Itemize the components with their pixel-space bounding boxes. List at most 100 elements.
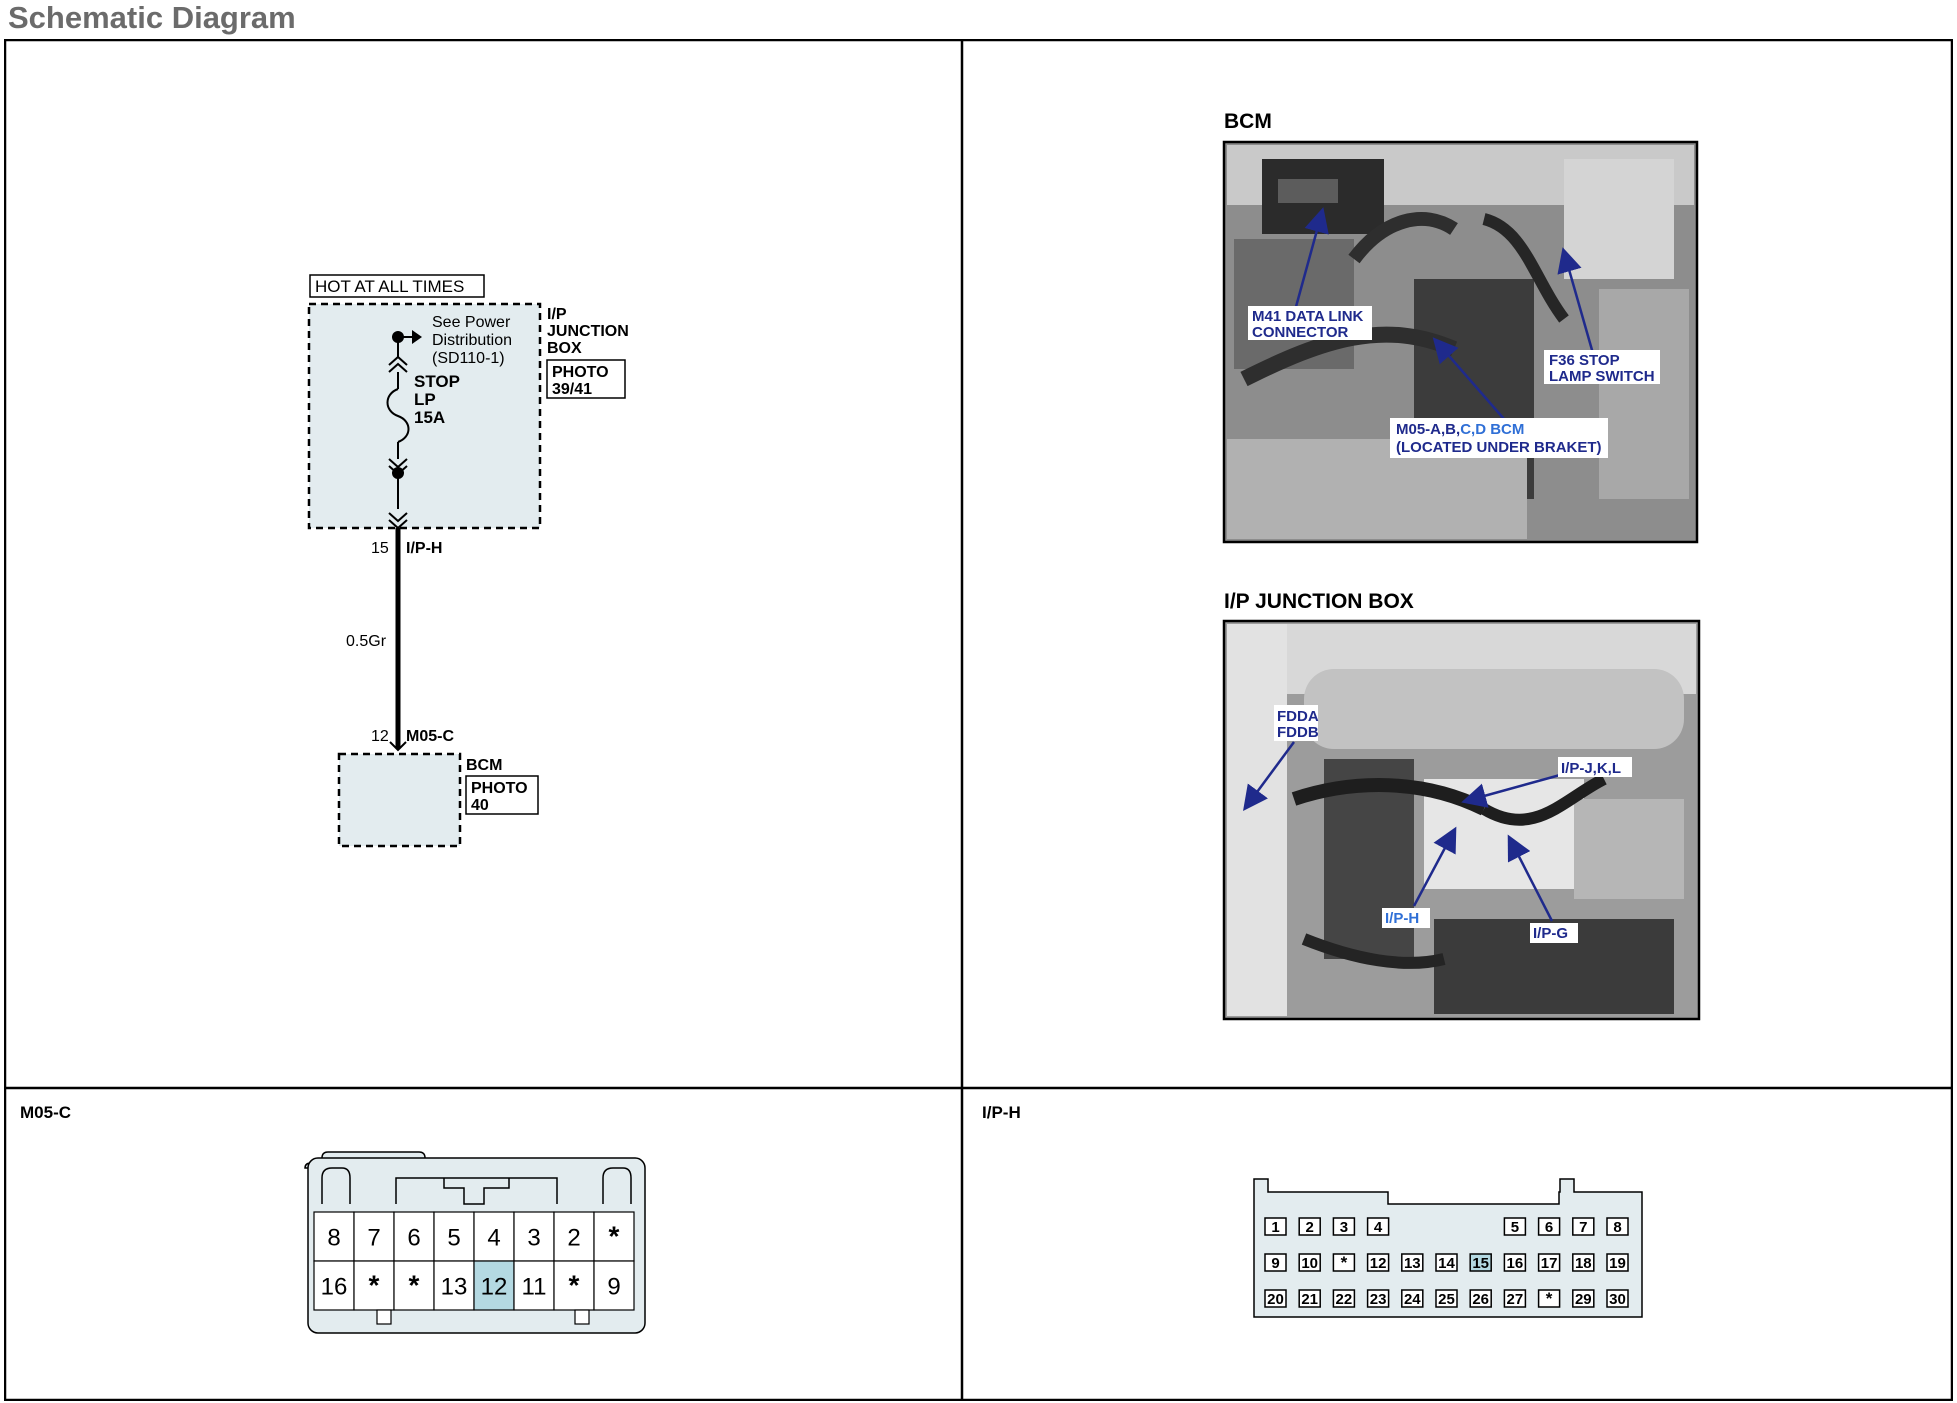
iph-pin-cell [1264,1217,1287,1236]
m05c-pin-label: 8 [327,1225,340,1252]
m05c-pin-cell [433,1260,475,1311]
jb-photo [1222,619,1701,1021]
m05c-pin-cell [313,1260,355,1311]
fuse-label-3: 15A [414,408,445,427]
m05c-pin-label: 2 [567,1225,580,1252]
iph-pin-label: 7 [1579,1219,1587,1236]
iph-pin-label: 19 [1609,1255,1626,1272]
iph-pin-cell [1366,1289,1390,1308]
iph-pin-label: 24 [1404,1291,1421,1308]
iph-pin-label: 5 [1511,1219,1519,1236]
iph-pin-cell [1264,1289,1287,1308]
m05c-key-notch [574,1309,590,1325]
iph-pin-label: 1 [1271,1219,1279,1236]
iph-pin-label: 3 [1340,1219,1348,1236]
m05c-pin-label: 9 [607,1274,620,1301]
page-title: Schematic Diagram [8,0,296,35]
iph-pin-label: 12 [1370,1255,1387,1272]
iph-pin-cell [1401,1289,1424,1308]
iph-pin-cell [1366,1217,1390,1236]
iph-pin-label: 16 [1507,1255,1524,1272]
fuse-terminal-top-icon [388,355,408,373]
fuse-node [392,467,404,479]
see-note-1: See Power [432,314,511,331]
jb-callouts: FDDA FDDB I/P-J,K,L I/P-H I/P-G [1243,705,1632,943]
iph-pin-cell [1606,1253,1629,1272]
jb-callout4: I/P-G [1533,925,1568,942]
fuse-icon [386,388,410,443]
iph-pin-label: 6 [1545,1219,1553,1236]
iph-pin-label: 25 [1438,1291,1455,1308]
iph-pin-label: 30 [1609,1291,1626,1308]
bcm-outline [337,752,462,848]
power-arrow-icon [412,330,422,344]
fuse-label-1: STOP [414,372,460,391]
iph-pin-cell [1401,1253,1424,1272]
bcm-callout3-line1: M05-A,B,C,D BCM [1396,421,1524,438]
iph-pin-cell [1366,1253,1390,1272]
jb-name-1: I/P [547,306,567,323]
m05c-pin-label: 13 [441,1274,468,1301]
iph-pin-cell [1298,1217,1321,1236]
wire-label: 0.5Gr [346,633,387,650]
jb-callout2: I/P-J,K,L [1561,760,1621,777]
m05c-pin-label: * [369,1270,380,1301]
m05c-pin-label: 6 [407,1225,420,1252]
jb-photo-title: I/P JUNCTION BOX [1224,590,1414,613]
iph-pin-label: 4 [1374,1219,1383,1236]
iph-pin-label: 29 [1575,1291,1592,1308]
iph-pin-label: 14 [1438,1255,1455,1272]
bcm-callout1-line2: CONNECTOR [1252,324,1349,341]
jb-callout3: I/P-H [1385,910,1419,927]
iph-pin-label: 22 [1336,1291,1353,1308]
m05c-title: M05-C [20,1103,71,1122]
bcm-name: BCM [466,757,502,774]
pin-top-label: 15 [371,540,389,557]
iph-pin-cell [1332,1289,1356,1308]
iph-title: I/P-H [982,1103,1021,1122]
m05c-pin-label: 7 [367,1225,380,1252]
bcm-callout2-line1: F36 STOP [1549,352,1620,369]
iph-pin-label: 13 [1404,1255,1421,1272]
iph-pin-cell [1606,1289,1629,1308]
m05c-pin-cell [513,1260,555,1311]
see-note-3: (SD110-1) [432,350,505,367]
iph-pin-cell [1469,1253,1492,1272]
jb-photo-box [546,359,626,399]
m05c-pin-label: * [609,1221,620,1252]
iph-pin-label: 17 [1541,1255,1558,1272]
iph-pin-label: 9 [1271,1255,1279,1272]
iph-pin-cell [1537,1217,1561,1236]
m05c-pin-cell [393,1260,435,1311]
iph-pin-cell [1332,1217,1356,1236]
iph-pin-label: 27 [1507,1291,1524,1308]
hot-label: HOT AT ALL TIMES [315,277,464,296]
iph-pin-cell [1503,1217,1527,1236]
iph-pin-cell [1537,1253,1561,1272]
conn-bottom-label: M05-C [406,728,454,745]
jb-callout1-line1: FDDA [1277,708,1319,725]
m05c-key-notch [376,1309,392,1325]
iph-pin-label: 15 [1472,1255,1489,1272]
diagram-frame: HOT AT ALL TIMES See Power Distribution … [4,39,1953,1401]
iph-pin-label: 8 [1613,1219,1621,1236]
iph-pin-label: 23 [1370,1291,1387,1308]
iph-pin-cell [1572,1217,1595,1236]
iph-pin-cell [1264,1253,1287,1272]
iph-pin-cell [1503,1253,1527,1272]
m05c-pin-cell [593,1211,635,1262]
iph-pin-label: 26 [1472,1291,1489,1308]
m05c-pin-label: 12 [481,1274,508,1301]
iph-pin-cell [1503,1289,1527,1308]
junction-box-outline [307,302,542,530]
m05c-pin-label: 3 [527,1225,540,1252]
bcm-callout2-line2: LAMP SWITCH [1549,368,1655,385]
m05c-pin-label: 5 [447,1225,460,1252]
photo-panel: BCM M41 DATA LINK CONNECTOR F36 STOP LAM… [1222,110,1701,1021]
iph-pin-label: 10 [1301,1255,1318,1272]
hot-label-box [309,274,485,298]
iph-pin-cell [1298,1253,1321,1272]
